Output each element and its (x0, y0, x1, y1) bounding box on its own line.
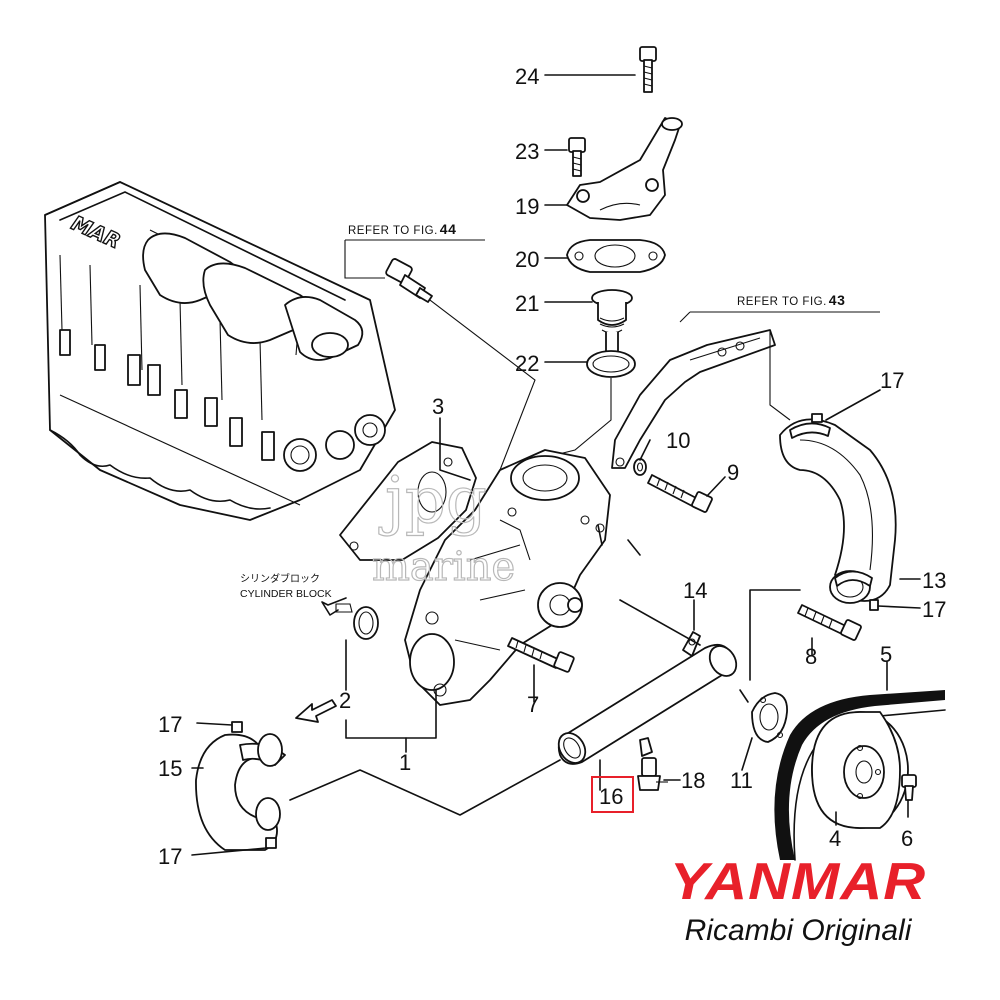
bolt-9-drawing (647, 474, 713, 513)
cylinder-head-drawing: MAR (44, 181, 396, 521)
cylinder-block-label-jp: シリンダブロック (240, 572, 320, 585)
svg-text:jpg: jpg (378, 464, 487, 538)
cylinder-block-label-en: CYLINDER BLOCK (240, 588, 332, 600)
callout-4: 4 (829, 826, 841, 851)
watermark: jpg marine (371, 463, 515, 590)
thermostat-cover-19-drawing (566, 117, 683, 221)
highlight-box-16 (591, 776, 634, 813)
brand-tagline: Ricambi Originali (684, 914, 912, 947)
callout-21: 21 (515, 291, 539, 316)
refer-fig44-label: REFER TO FIG.44 (348, 221, 456, 237)
callout-15: 15 (158, 756, 182, 781)
callout-22: 22 (515, 351, 539, 376)
pulley-4-drawing (811, 711, 909, 829)
fitting-18-drawing (637, 757, 668, 791)
o-ring-22-drawing (586, 350, 636, 378)
callout-23: 23 (515, 139, 539, 164)
callout-14: 14 (683, 578, 707, 603)
callout-2: 2 (339, 688, 351, 713)
callout-17-left: 17 (158, 712, 182, 737)
svg-text:marine: marine (372, 544, 515, 590)
temperature-sensor-drawing (385, 258, 433, 303)
callout-20: 20 (515, 247, 539, 272)
callout-18: 18 (681, 768, 705, 793)
callout-10: 10 (666, 428, 690, 453)
refer-fig43-group: REFER TO FIG.43 (611, 292, 880, 469)
hose-15-drawing (195, 721, 286, 851)
bolt-23-drawing (568, 137, 586, 177)
callout-7: 7 (527, 692, 539, 717)
callout-16: 16 (599, 784, 623, 809)
callout-1: 1 (399, 750, 411, 775)
callout-17-lower-left: 17 (158, 844, 182, 869)
hose-13-drawing (779, 413, 897, 611)
bolt-8-drawing (797, 604, 862, 641)
callout-8: 8 (805, 644, 817, 669)
callout-5: 5 (880, 642, 892, 667)
gasket-11-drawing (751, 692, 788, 743)
callout-24: 24 (515, 64, 539, 89)
o-ring-2-drawing (353, 606, 379, 640)
callout-6: 6 (901, 826, 913, 851)
callout-labels: 24 23 19 20 21 22 3 10 9 17 13 17 14 8 5… (158, 64, 946, 869)
bolt-24-drawing (639, 46, 657, 93)
bolt-7-drawing (507, 637, 575, 673)
callout-9: 9 (727, 460, 739, 485)
callout-11: 11 (730, 768, 753, 793)
callout-17-right: 17 (922, 597, 946, 622)
yanmar-logo: YANMAR (669, 852, 927, 911)
thermostat-21-drawing (591, 289, 633, 355)
gasket-20-drawing (566, 239, 666, 273)
callout-3: 3 (432, 394, 444, 419)
flow-arrow (295, 699, 337, 723)
bolt-6-drawing (901, 774, 917, 801)
washer-10-drawing (633, 458, 647, 476)
cylinder-block-label-group: シリンダブロック CYLINDER BLOCK (240, 572, 353, 616)
brand-block: YANMAR Ricambi Originali (633, 852, 963, 948)
refer-fig43-label: REFER TO FIG.43 (737, 292, 845, 308)
leader-lines (191, 74, 921, 856)
pipe-16-drawing (557, 631, 738, 765)
refer-fig44-group: REFER TO FIG.44 (344, 221, 536, 471)
callout-19: 19 (515, 194, 539, 219)
callout-13: 13 (922, 568, 946, 593)
callout-17-upper-right: 17 (880, 368, 904, 393)
thermostat-stack-drawing (534, 46, 683, 461)
